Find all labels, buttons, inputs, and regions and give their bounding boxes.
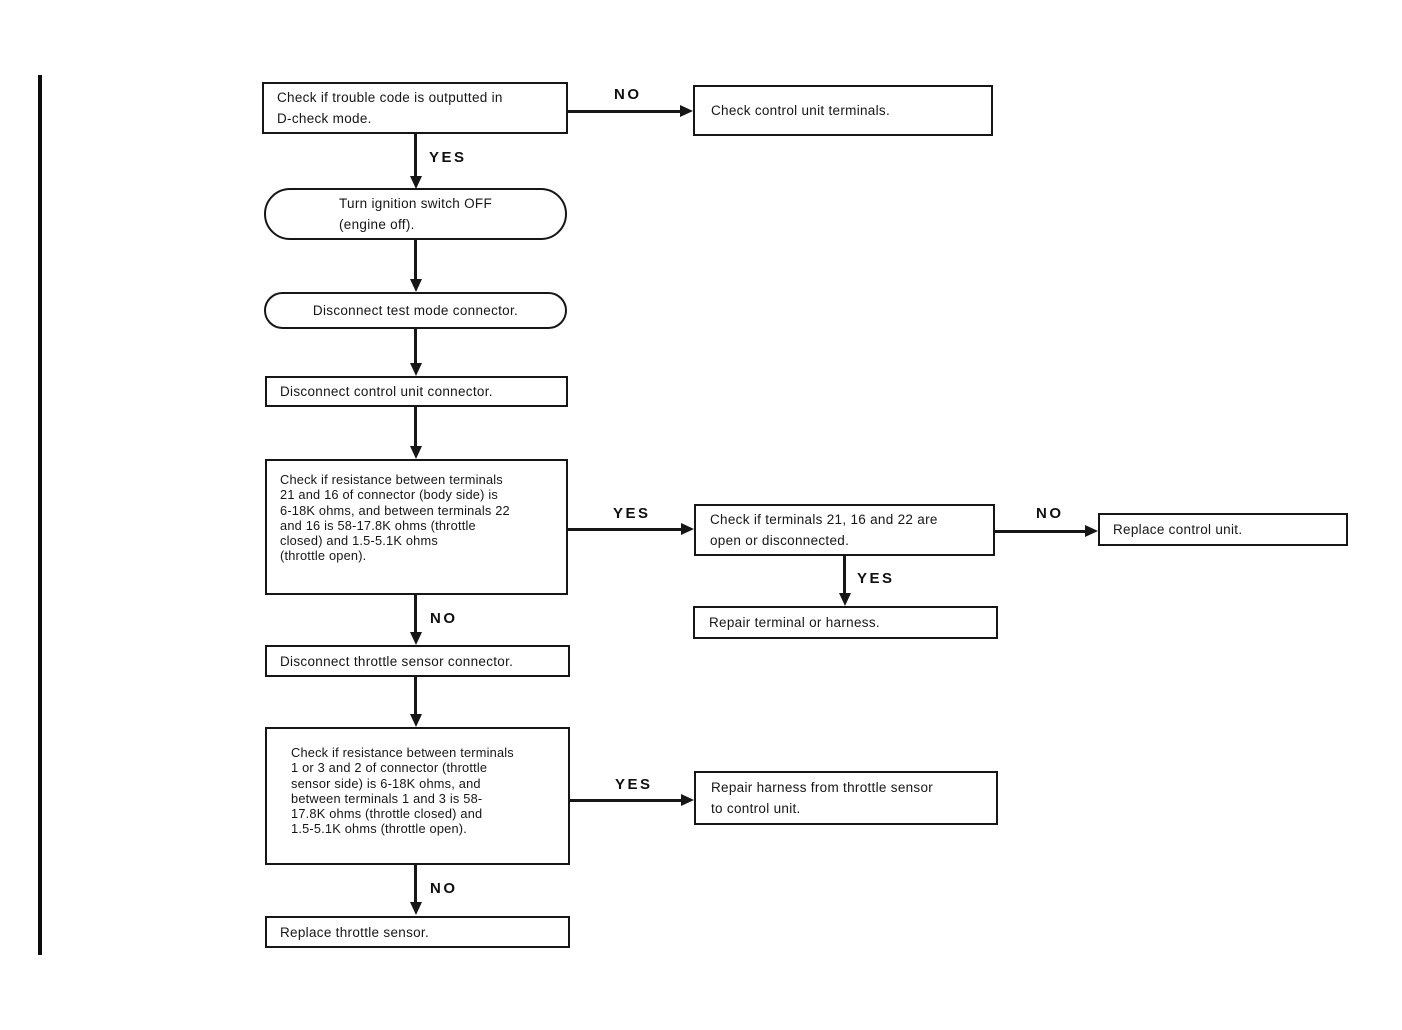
arrowhead-right-icon (1085, 525, 1098, 537)
node-text: Repair harness from throttle sensor to c… (711, 780, 934, 816)
arrowhead-down-icon (410, 902, 422, 915)
node-repair-terminal-or-harness: Repair terminal or harness. (693, 606, 998, 639)
arrow-line-no-right-1 (568, 110, 682, 113)
arrow-line-down-4 (414, 407, 417, 447)
node-text: Check if resistance between terminals 1 … (291, 745, 514, 837)
arrowhead-right-icon (681, 794, 694, 806)
arrowhead-right-icon (681, 523, 694, 535)
node-disconnect-control-unit-connector: Disconnect control unit connector. (265, 376, 568, 407)
arrow-line-yes-down-1 (414, 133, 417, 177)
node-text: Check if trouble code is outputted in D-… (277, 90, 503, 126)
node-text: Disconnect throttle sensor connector. (280, 653, 514, 669)
branch-label-yes: YES (613, 505, 651, 522)
node-check-resistance-throttle-sensor-side: Check if resistance between terminals 1 … (265, 727, 570, 865)
branch-label-yes: YES (615, 776, 653, 793)
branch-label-no: NO (614, 86, 642, 103)
arrowhead-down-icon (410, 714, 422, 727)
branch-label-no: NO (1036, 505, 1064, 522)
node-check-resistance-body-side: Check if resistance between terminals 21… (265, 459, 568, 595)
node-disconnect-test-mode-connector: Disconnect test mode connector. (264, 292, 567, 329)
node-check-trouble-code: Check if trouble code is outputted in D-… (262, 82, 568, 134)
arrow-line-yes-right-2 (568, 528, 682, 531)
arrow-line-down-3 (414, 328, 417, 364)
node-text: Turn ignition switch OFF (engine off). (339, 196, 492, 232)
node-text: Check if terminals 21, 16 and 22 are ope… (710, 512, 938, 548)
arrowhead-down-icon (410, 363, 422, 376)
node-text: Repair terminal or harness. (709, 615, 880, 630)
arrowhead-down-icon (410, 446, 422, 459)
node-replace-throttle-sensor: Replace throttle sensor. (265, 916, 570, 948)
node-text: Check control unit terminals. (711, 103, 891, 118)
node-check-terminals-open: Check if terminals 21, 16 and 22 are ope… (694, 504, 995, 556)
arrowhead-down-icon (410, 632, 422, 645)
arrowhead-right-icon (680, 105, 693, 117)
arrow-line-down-2 (414, 239, 417, 280)
node-disconnect-throttle-sensor-connector: Disconnect throttle sensor connector. (265, 645, 570, 677)
branch-label-yes: YES (857, 570, 895, 587)
node-text: Disconnect test mode connector. (312, 303, 519, 318)
arrow-line-no-down-6 (414, 595, 417, 633)
branch-label-no: NO (430, 610, 458, 627)
node-turn-ignition-off: Turn ignition switch OFF (engine off). (264, 188, 567, 240)
arrow-line-no-down-9 (414, 865, 417, 903)
node-repair-harness-throttle-to-control-unit: Repair harness from throttle sensor to c… (694, 771, 998, 825)
arrow-line-yes-down-5 (843, 556, 846, 594)
branch-label-no: NO (430, 880, 458, 897)
arrow-line-down-7 (414, 677, 417, 715)
arrow-line-yes-right-8 (570, 799, 682, 802)
node-text: Disconnect control unit connector. (280, 384, 493, 399)
arrow-line-no-right-3 (995, 530, 1086, 533)
branch-label-yes: YES (429, 149, 467, 166)
arrowhead-down-icon (410, 176, 422, 189)
node-check-control-unit-terminals: Check control unit terminals. (693, 85, 993, 136)
arrowhead-down-icon (410, 279, 422, 292)
node-text: Replace control unit. (1113, 522, 1243, 537)
arrowhead-down-icon (839, 593, 851, 606)
node-text: Replace throttle sensor. (280, 924, 430, 940)
left-margin-rule (38, 75, 42, 955)
node-replace-control-unit: Replace control unit. (1098, 513, 1348, 546)
node-text: Check if resistance between terminals 21… (280, 472, 510, 564)
